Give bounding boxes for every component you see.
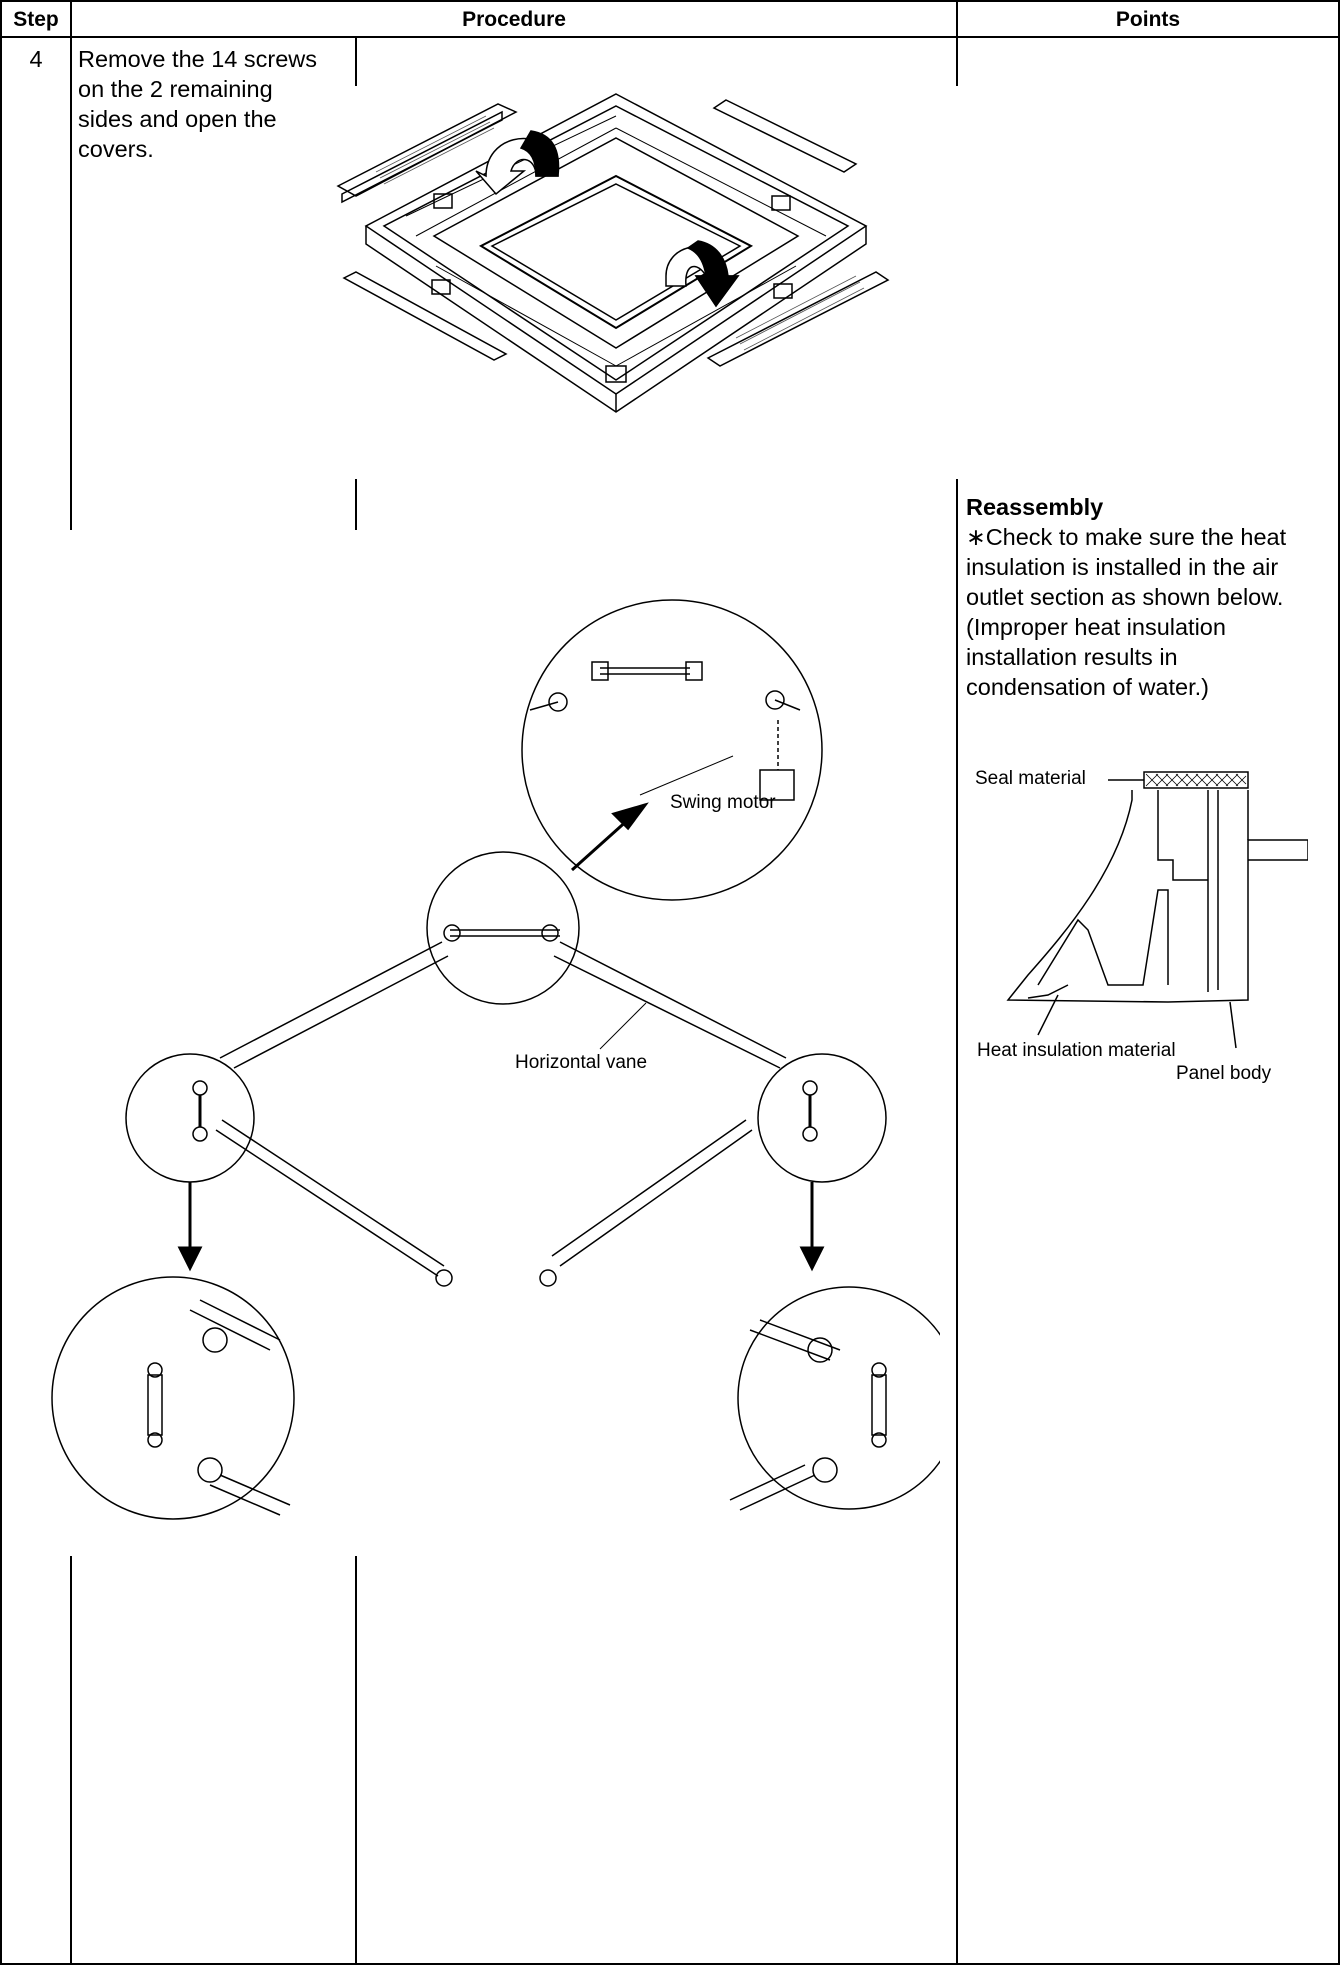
- cross-section-illustration: [1006, 771, 1308, 1049]
- panel-frame-illustration: [336, 93, 890, 413]
- header-step: Step: [13, 8, 59, 31]
- label-heat-insulation-material: Heat insulation material: [977, 1040, 1176, 1061]
- label-seal-material: Seal material: [975, 768, 1086, 789]
- header-points: Points: [1115, 8, 1181, 31]
- step-instruction: Remove the 14 screws on the 2 remaining …: [78, 46, 318, 162]
- reassembly-text: ∗Check to make sure the heat insulation …: [966, 524, 1287, 700]
- header-procedure: Procedure: [462, 8, 566, 31]
- label-horizontal-vane: Horizontal vane: [515, 1052, 648, 1073]
- label-panel-body: Panel body: [1176, 1063, 1272, 1084]
- reassembly-title: Reassembly: [966, 494, 1104, 520]
- label-swing-motor: Swing motor: [670, 792, 776, 813]
- vane-assembly-illustration: [51, 599, 940, 1520]
- step-number: 4: [29, 46, 43, 72]
